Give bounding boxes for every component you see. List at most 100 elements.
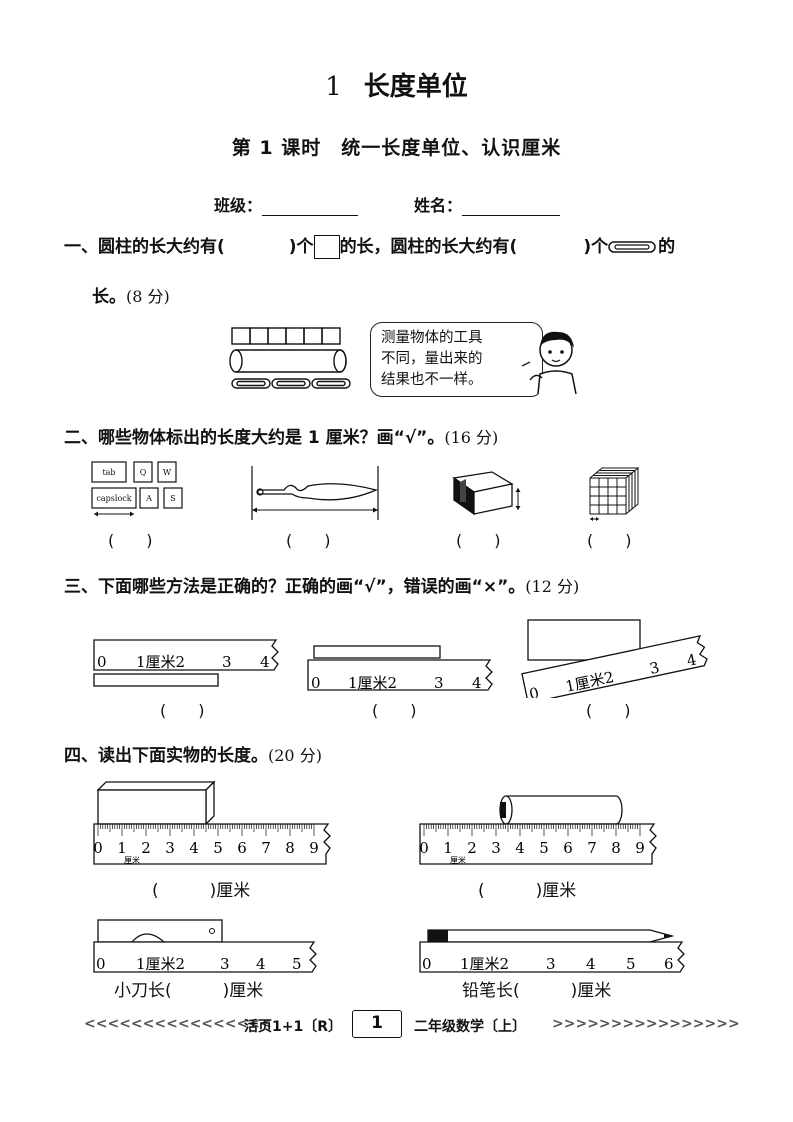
knife-figure	[251, 466, 379, 520]
ruler-digit: 6	[237, 839, 247, 857]
small-knife-ruler-figure: 0 1厘米2 3 4 5	[93, 919, 317, 973]
q1-text-a: 一、圆柱的长大约有(	[64, 237, 225, 257]
ruler-digit: 6	[563, 839, 573, 857]
ruler-label: 0	[97, 653, 107, 671]
bubble-line: 不同，量出来的	[381, 351, 483, 367]
ruler-ticks	[423, 824, 641, 836]
ruler-digit: 3	[491, 839, 501, 857]
ruler-label: 4	[472, 674, 482, 692]
key-label: capslock	[96, 494, 131, 503]
ruler-digit: 5	[213, 839, 223, 857]
pencil-ruler-figure: 0 1厘米2 3 4 5 6	[419, 929, 685, 973]
key-label: S	[170, 494, 175, 503]
ruler-label: 5	[292, 955, 302, 973]
key-label: W	[163, 468, 172, 477]
name-field: 姓名：	[414, 192, 561, 216]
q2-text: 二、哪些物体标出的长度大约是 1 厘米？画“√”。	[64, 428, 445, 448]
q2-blank-2[interactable]: ( )	[286, 531, 331, 550]
ruler-digit: 7	[587, 839, 597, 857]
unit-label: 厘米	[450, 855, 466, 865]
ruler-digit: 7	[261, 839, 271, 857]
q2-blank-3[interactable]: ( )	[456, 531, 501, 550]
ruler-label: 3	[434, 674, 444, 692]
cube-block-figure	[589, 467, 640, 521]
q1-text-b: )个	[288, 237, 314, 257]
ruler-label: 1厘米2	[460, 955, 509, 973]
knife-answer[interactable]: 小刀长( )厘米	[114, 981, 264, 1001]
ruler-label: 1厘米2	[136, 653, 185, 671]
boy-illustration	[521, 331, 577, 394]
bubble-line: 测量物体的工具	[381, 330, 483, 346]
q1-line1: 一、圆柱的长大约有()个的长，圆柱的长大约有()个的	[64, 232, 675, 259]
q3-text: 三、下面哪些方法是正确的？正确的画“√”，错误的画“×”。	[64, 577, 526, 597]
q4-answer-2[interactable]: ( )厘米	[478, 881, 577, 901]
square-icon	[313, 235, 340, 259]
class-blank[interactable]	[262, 201, 359, 216]
ruler-digit: 9	[635, 839, 645, 857]
paperclip-icon	[608, 241, 656, 253]
q4-text: 四、读出下面实物的长度。	[64, 746, 268, 766]
ruler-label: 0	[311, 674, 321, 692]
ruler-labels: 0 1厘米2 3 4 5	[96, 955, 302, 973]
ruler-method-1: 0 1厘米2 3 4	[93, 639, 279, 687]
ruler-digit: 5	[539, 839, 549, 857]
ruler-digit: 0	[93, 839, 103, 857]
ruler-label: 4	[260, 653, 270, 671]
q4-answer-1[interactable]: ( )厘米	[152, 881, 251, 901]
q2-blank-4[interactable]: ( )	[587, 531, 632, 550]
ruler-label: 0	[528, 684, 541, 698]
ruler-digits: 0 1 2 3 4 5 6 7 8 9	[419, 839, 645, 857]
ruler-digit: 3	[165, 839, 175, 857]
ruler-label: 6	[664, 955, 674, 973]
q1-text-f: 长。	[92, 287, 126, 307]
ruler-digit: 2	[467, 839, 477, 857]
ruler-label: 4	[256, 955, 266, 973]
ruler-method-2: 0 1厘米2 3 4	[307, 645, 493, 692]
speech-bubble: 测量物体的工具 不同，量出来的 结果也不一样。	[370, 322, 543, 397]
ruler-digit: 9	[309, 839, 319, 857]
ruler-label: 3	[648, 658, 661, 678]
q3-blank-1[interactable]: ( )	[160, 701, 205, 720]
keyboard-figure: tab Q W capslock A S	[91, 461, 183, 517]
bubble-line: 结果也不一样。	[381, 372, 483, 388]
q4-title: 四、读出下面实物的长度。(20 分)	[64, 741, 322, 766]
cylinder-on-ruler-figure: 0 1 2 3 4 5 6 7 8 9 厘米	[419, 795, 657, 865]
footer-arrows-right: >>>>>>>>>>>>>>>>	[552, 1016, 740, 1032]
unit-label: 厘米	[124, 855, 140, 865]
chapter-title-text: 长度单位	[363, 72, 468, 102]
q1-text-d: )个	[583, 237, 609, 257]
class-label: 班级：	[214, 196, 263, 215]
chapter-number: 1	[325, 72, 342, 102]
ruler-label: 3	[222, 653, 232, 671]
ruler-digit: 4	[189, 839, 199, 857]
ruler-label: 3	[546, 955, 556, 973]
ruler-label: 1厘米2	[136, 955, 185, 973]
ruler-labels: 0 1厘米2 3 4 5 6	[422, 955, 674, 973]
page-number-badge: 1	[352, 1010, 402, 1038]
ruler-label: 0	[422, 955, 432, 973]
ruler-method-3: 0 1厘米2 3 4	[521, 619, 708, 698]
q3-blank-2[interactable]: ( )	[372, 701, 417, 720]
ruler-ticks	[97, 824, 315, 836]
q2-blank-1[interactable]: ( )	[108, 531, 153, 550]
q3-title: 三、下面哪些方法是正确的？正确的画“√”，错误的画“×”。(12 分)	[64, 572, 579, 597]
ruler-label: 5	[626, 955, 636, 973]
q1-line2: 长。(8 分)	[92, 282, 170, 307]
class-field: 班级：	[214, 192, 359, 216]
name-blank[interactable]	[462, 201, 561, 216]
q1-points: (8 分)	[126, 287, 170, 306]
footer-right: 二年级数学〔上〕	[414, 1019, 526, 1035]
footer-arrows-left: <<<<<<<<<<<<<<<<	[84, 1016, 272, 1032]
block-on-ruler-figure: 0 1 2 3 4 5 6 7 8 9 厘米	[93, 780, 331, 865]
ruler-digit: 2	[141, 839, 151, 857]
lesson-subtitle: 第 1 课时 统一长度单位、认识厘米	[231, 137, 562, 159]
key-label: A	[145, 494, 152, 503]
page-number: 1	[371, 1013, 383, 1033]
name-label: 姓名：	[414, 196, 463, 215]
q4-points: (20 分)	[268, 746, 322, 765]
q3-points: (12 分)	[525, 577, 580, 596]
key-label: Q	[140, 468, 147, 477]
ruler-label: 1厘米2	[348, 674, 397, 692]
q3-blank-3[interactable]: ( )	[586, 701, 631, 720]
pencil-answer[interactable]: 铅笔长( )厘米	[462, 981, 612, 1001]
